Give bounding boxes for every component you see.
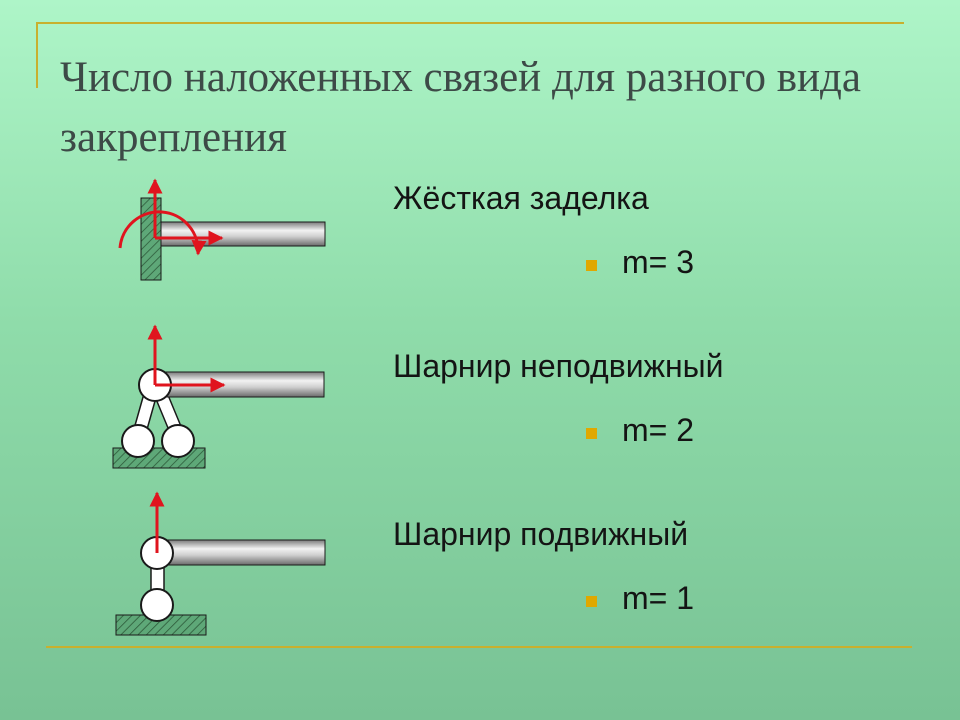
constraint-count-fixed: m= 3: [622, 244, 695, 280]
constraint-count-pinned: m= 2: [622, 412, 695, 448]
frame-left-line: [36, 22, 38, 88]
bullet-square-icon: [586, 428, 597, 439]
constraint-count-roller: m= 1: [622, 580, 695, 616]
hinge-bottom-right: [161, 424, 195, 458]
bullet-square-icon: [586, 596, 597, 607]
slide-title: Число наложенных связей для разного вида…: [60, 54, 861, 161]
roller-support-diagram: [115, 491, 326, 636]
pinned-support-diagram: [112, 324, 325, 469]
hinge-bottom: [140, 588, 174, 622]
frame-bottom-line: [46, 646, 912, 648]
fixed-support-diagram: [118, 178, 326, 281]
frame-top-line: [36, 22, 904, 24]
bullet-square-icon: [586, 260, 597, 271]
beam-fixed: [160, 221, 326, 247]
hinge-bottom-left: [121, 424, 155, 458]
item-heading-pinned: Шарнир неподвижный: [393, 348, 724, 384]
beam-roller: [157, 539, 326, 566]
item-heading-fixed: Жёсткая заделка: [393, 180, 649, 216]
item-heading-roller: Шарнир подвижный: [393, 516, 689, 552]
